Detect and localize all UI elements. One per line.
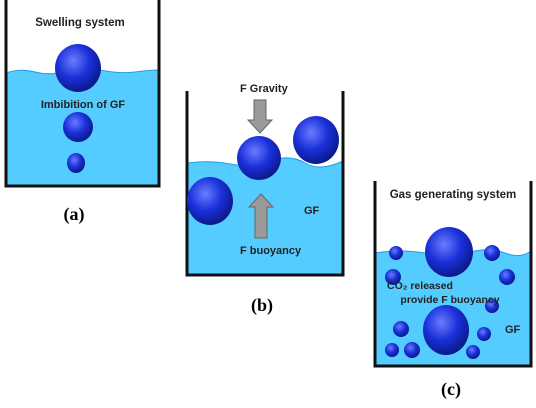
panel-a-sphere-middle <box>63 112 93 142</box>
co2-buoyancy-label: provide F buoyancy <box>400 294 499 306</box>
panel-a-sphere-bottom <box>67 153 85 173</box>
co2-bubble <box>466 345 480 359</box>
panel-b-gf-label: GF <box>304 205 320 217</box>
panel-c-caption: (c) <box>441 379 461 400</box>
panel-c-sphere-submerged <box>423 305 469 355</box>
panel-c-gas-generating-system: Gas generating system CO₂ released provi… <box>373 181 533 400</box>
panel-c-header: Gas generating system <box>390 189 517 201</box>
buoyancy-force-label: F buoyancy <box>240 245 302 257</box>
panel-c-gf-label: GF <box>505 324 521 336</box>
panel-a-container <box>4 0 161 188</box>
panel-a-gf-label: Imbibition of GF <box>41 99 126 111</box>
buoyancy-arrow <box>247 193 275 239</box>
panel-b-sphere-sinking <box>187 177 233 225</box>
panel-b-caption: (b) <box>251 295 273 316</box>
panel-a-sphere-surface <box>55 44 101 92</box>
co2-bubble <box>484 245 500 261</box>
panel-a-caption: (a) <box>64 204 85 225</box>
gravity-arrow <box>246 99 274 134</box>
panel-a-swelling-system: Swelling system Imbibition of GF (a) <box>4 0 161 225</box>
panel-b-forces: F Gravity GF F buoyancy (b) <box>185 83 345 316</box>
co2-bubble <box>485 299 499 313</box>
co2-bubble <box>385 269 401 285</box>
co2-released-label: CO₂ released <box>387 280 453 292</box>
panel-b-sphere-floating-right <box>293 116 339 164</box>
co2-bubble <box>389 246 403 260</box>
co2-bubble <box>404 342 420 358</box>
panel-b-sphere-floating-left <box>237 136 281 180</box>
panel-c-sphere-floating <box>425 227 473 277</box>
panel-b-container <box>185 91 345 277</box>
co2-bubble <box>499 269 515 285</box>
panel-a-header: Swelling system <box>35 17 124 29</box>
co2-bubble <box>477 327 491 341</box>
co2-bubble <box>385 343 399 357</box>
gravity-force-label: F Gravity <box>240 83 289 95</box>
co2-bubble <box>393 321 409 337</box>
panel-c-container <box>373 181 533 368</box>
